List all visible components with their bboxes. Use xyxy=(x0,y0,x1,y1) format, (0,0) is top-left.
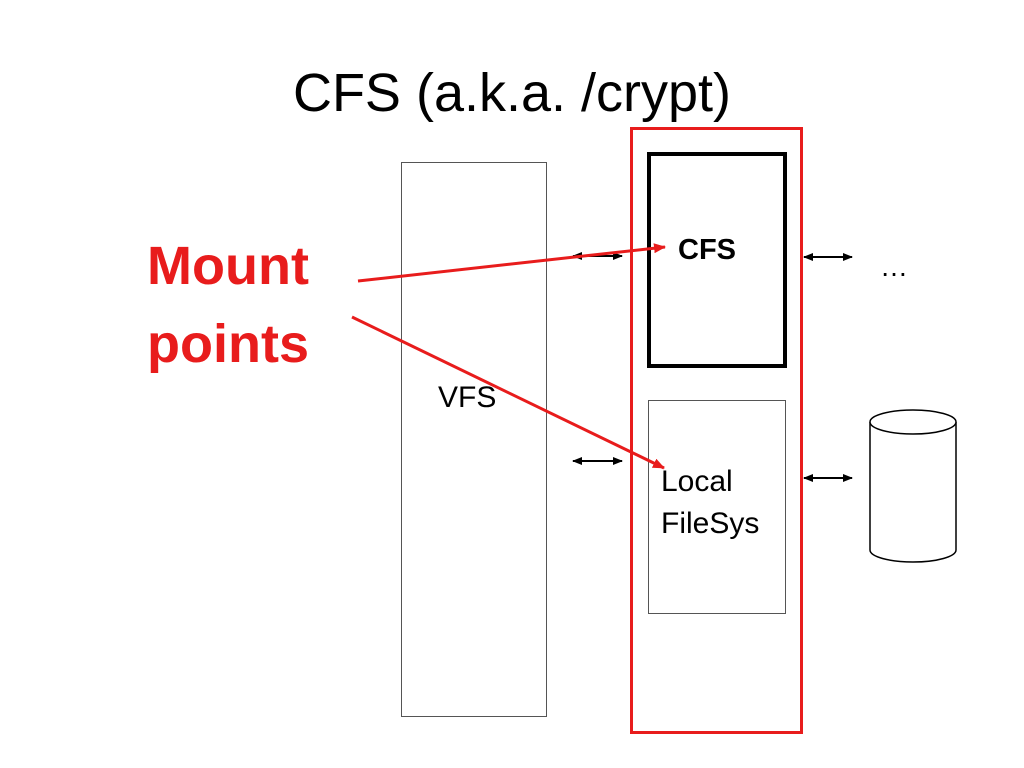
mount-point-arrow-cfs xyxy=(357,243,666,283)
mount-points-callout-line1: Mount xyxy=(147,236,309,296)
cfs-label: CFS xyxy=(678,234,736,266)
local-filesys-label-line1: Local xyxy=(661,465,733,498)
mount-points-callout-line2: points xyxy=(147,314,309,374)
vfs-label: VFS xyxy=(438,381,497,414)
more-ellipsis: … xyxy=(880,251,908,282)
local-filesys-label-line2: FileSys xyxy=(661,507,760,540)
slide-title: CFS (a.k.a. /crypt) xyxy=(292,63,732,123)
cfs-box xyxy=(647,152,787,368)
kernel-fs-group-highlight xyxy=(630,127,803,734)
mount-point-arrow-localfs xyxy=(351,315,665,470)
cylinder-disk-icon xyxy=(869,409,957,563)
vfs-box xyxy=(401,162,547,717)
local-filesys-box xyxy=(648,400,786,614)
